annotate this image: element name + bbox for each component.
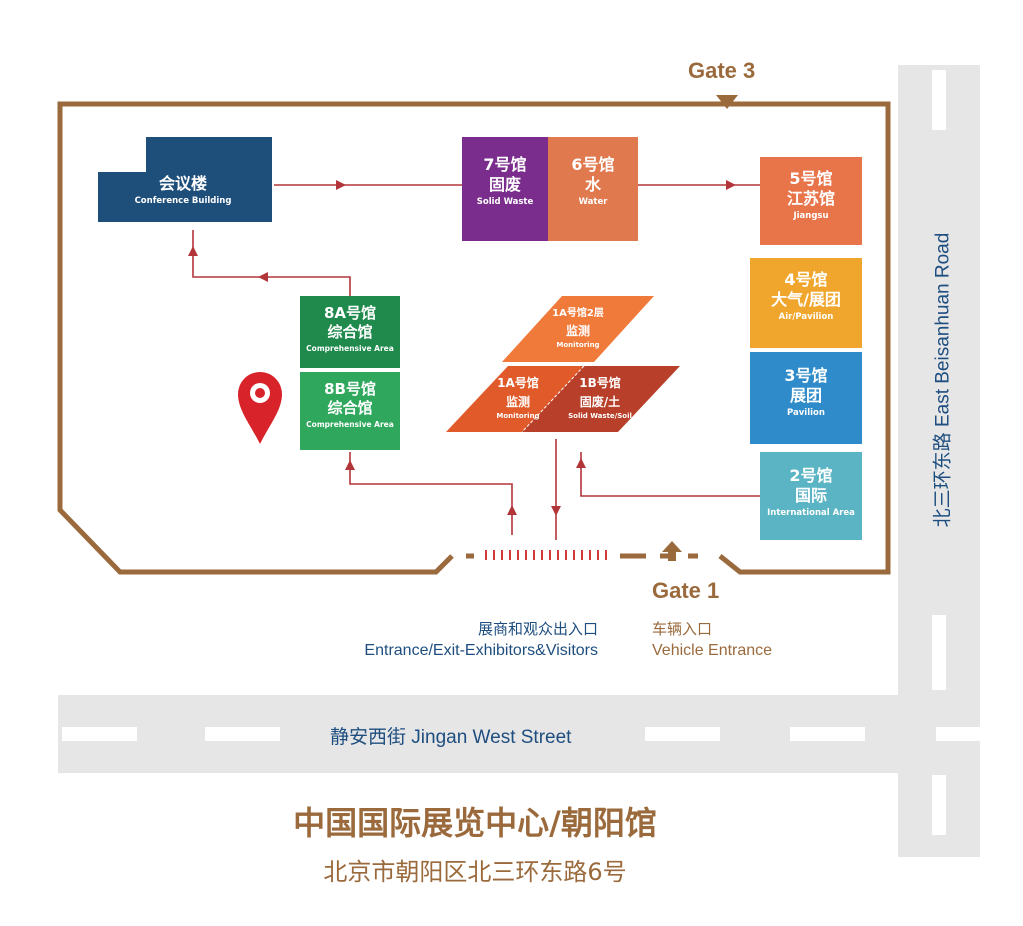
hall-1b-topic: 固废/土 [579,395,621,409]
hall-8a-name: 8A号馆 [323,304,377,322]
conference-label: 会议楼 Conference Building [118,174,248,206]
hall-6-topic: 水 [584,175,601,194]
hall-3[interactable]: 3号馆 展团 Pavilion [750,352,862,444]
hall-4-name: 4号馆 [784,270,828,289]
hall-3-en: Pavilion [787,408,825,418]
hall-1a-2f-shape [502,296,654,362]
hall-1a-topic: 监测 [505,395,530,409]
venue-address: 北京市朝阳区北三环东路6号 [323,858,627,886]
hall-8b-en: Comprehensive Area [306,419,394,429]
hall-1a-2f-en: Monitoring [556,341,600,349]
hall-2-en: International Area [767,508,855,518]
hall-conference-building-top [146,137,272,177]
vehicle-entrance-zh: 车辆入口 [652,620,713,638]
hall-4-topic: 大气/展团 [771,290,841,309]
south-road-label: 静安西街 Jingan West Street [330,727,572,748]
hall-1a-shape [446,366,584,432]
hall-1a-2f-topic: 监测 [565,324,590,338]
vehicle-entrance-en: Vehicle Entrance [652,642,773,659]
hall-1a-en: Monitoring [496,412,540,420]
conference-zh: 会议楼 [158,174,207,193]
venue-title: 中国国际展览中心/朝阳馆 [293,804,657,842]
roads [58,65,980,857]
hall-8b-topic: 综合馆 [327,398,373,417]
hall-3-topic: 展团 [789,386,822,405]
hall-7-topic: 固废 [488,175,521,194]
hall-conference-building[interactable] [98,172,272,222]
hall-7[interactable]: 7号馆 固废 Solid Waste [462,137,548,241]
hall-6-en: Water [578,197,608,207]
hall-1a-name: 1A号馆 [497,376,539,390]
hall-1b-name: 1B号馆 [579,376,621,390]
hall-6[interactable]: 6号馆 水 Water [548,137,638,241]
hall-1b-en: Solid Waste/Soil [568,412,632,420]
venue-boundary [57,101,891,575]
location-pin-icon[interactable] [238,372,282,444]
east-road-label: 北三环东路 East Beisanhuan Road [932,232,954,528]
hall-5[interactable]: 5号馆 江苏馆 Jiangsu [760,157,862,245]
conference-en: Conference Building [134,196,232,206]
gate-3-label: Gate 3 [688,58,756,83]
hall-5-name: 5号馆 [789,169,833,188]
visitor-entrance-zh: 展商和观众出入口 [477,620,598,638]
hall-6-name: 6号馆 [571,155,615,174]
hall-3-name: 3号馆 [784,366,828,385]
hall-4[interactable]: 4号馆 大气/展团 Air/Pavilion [750,258,862,348]
hall-1b-shape [522,366,680,432]
visitor-entrance-en: Entrance/Exit-Exhibitors&Visitors [364,642,598,659]
hall-7-en: Solid Waste [476,197,534,207]
hall-7-name: 7号馆 [483,155,527,174]
hall-8b[interactable]: 8B号馆 综合馆 Comprehensive Area [300,372,400,450]
hall-1a-label[interactable]: 1A号馆 监测 Monitoring [478,374,558,420]
hall-4-en: Air/Pavilion [778,312,834,322]
hall-1a-2f-name: 1A号馆2层 [552,308,604,319]
gate3-marker-icon [716,95,738,109]
hall-8a-en: Comprehensive Area [306,343,394,353]
hall-8a[interactable]: 8A号馆 综合馆 Comprehensive Area [300,296,400,368]
hall-8a-topic: 综合馆 [327,322,373,341]
hall-5-topic: 江苏馆 [786,189,835,208]
hall-2[interactable]: 2号馆 国际 International Area [760,452,862,540]
hall-1a-2f-label[interactable]: 1A号馆2层 监测 Monitoring [528,304,628,349]
hall-5-en: Jiangsu [793,211,829,221]
hall-1b-label[interactable]: 1B号馆 固废/土 Solid Waste/Soil [552,374,648,420]
entrance-arrow-strip [485,550,607,560]
hall-2-name: 2号馆 [789,466,833,485]
gate-1-label: Gate 1 [652,578,720,603]
hall-8b-name: 8B号馆 [324,380,376,398]
route-arrowheads [188,180,736,516]
gate1-arrow-icon [662,541,682,561]
hall-2-topic: 国际 [794,486,827,505]
